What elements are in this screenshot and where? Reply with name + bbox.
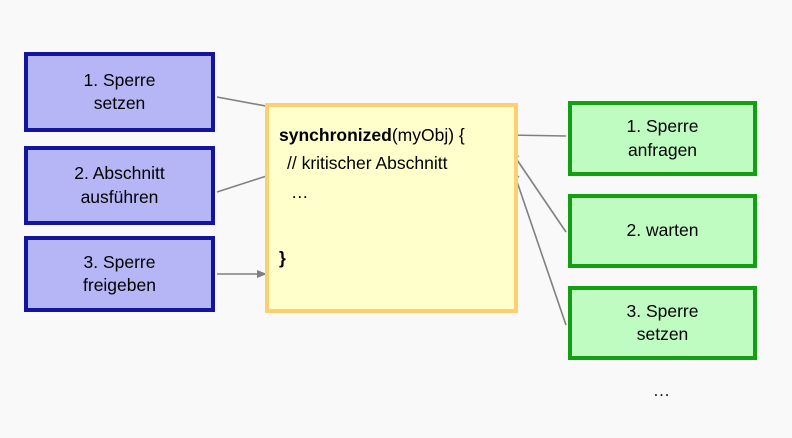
step-box-left-3[interactable]: 3. Sperre freigeben bbox=[24, 236, 215, 312]
step-box-left-3-line1: 3. Sperre bbox=[83, 251, 156, 272]
step-box-left-2[interactable]: 2. Abschnitt ausführen bbox=[24, 146, 215, 225]
step-box-right-2[interactable]: 2. warten bbox=[568, 194, 757, 268]
code-line-1-rest: (myObj) { bbox=[391, 125, 465, 145]
step-box-right-1-line1: 1. Sperre bbox=[626, 116, 699, 137]
step-box-left-1-line1: 1. Sperre bbox=[83, 69, 156, 90]
right-column-ellipsis: … bbox=[652, 380, 673, 400]
step-box-right-2-line1: 2. warten bbox=[626, 220, 699, 241]
step-box-left-3-line2: freigeben bbox=[83, 275, 156, 295]
step-box-left-1[interactable]: 1. Sperre setzen bbox=[24, 52, 215, 132]
arrow-right-2-to-code bbox=[510, 150, 567, 233]
code-line-4: } bbox=[279, 247, 286, 268]
code-line-3: … bbox=[291, 182, 311, 202]
code-line-2: // kritischer Abschnitt bbox=[287, 152, 448, 173]
step-box-right-3-line1: 3. Sperre bbox=[626, 300, 699, 321]
arrow-right-3-to-code bbox=[512, 169, 567, 326]
step-box-left-2-line1: 2. Abschnitt bbox=[74, 163, 165, 184]
step-box-right-1-line2: anfragen bbox=[627, 139, 698, 160]
step-box-left-2-line2: ausführen bbox=[80, 186, 159, 207]
step-box-right-3-line2: setzen bbox=[636, 324, 689, 344]
code-keyword-synchronized: synchronized bbox=[279, 125, 392, 145]
step-box-right-1[interactable]: 1. Sperre anfragen bbox=[568, 101, 757, 176]
step-box-right-3[interactable]: 3. Sperre setzen bbox=[568, 286, 757, 360]
step-box-left-1-line2: setzen bbox=[93, 93, 146, 113]
code-block[interactable]: synchronized(myObj) { // kritischer Absc… bbox=[265, 103, 518, 313]
code-line-1: synchronized(myObj) { bbox=[279, 125, 514, 145]
